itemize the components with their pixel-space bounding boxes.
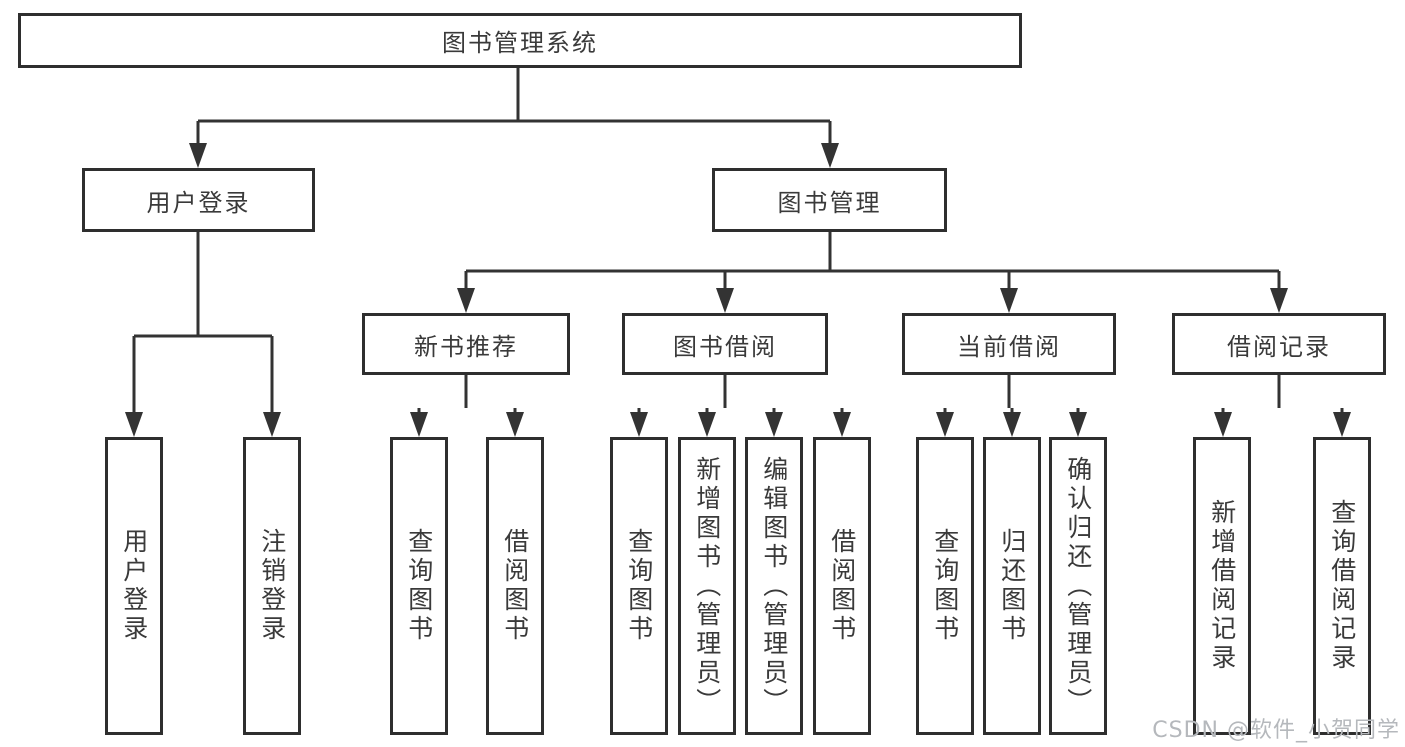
leaf-query-borrow-record: 查询借阅记录 [1313, 437, 1371, 735]
leaf-label: 新增借阅记录 [1207, 499, 1237, 673]
leaf-label: 新增图书（管理员） [692, 455, 722, 717]
leaf-borrow-books-recommend: 借阅图书 [486, 437, 544, 735]
leaf-label: 查询图书 [404, 528, 434, 644]
node-new-book-recommend: 新书推荐 [362, 313, 570, 375]
arrowhead-icon [1270, 288, 1288, 313]
leaf-return-book: 归还图书 [983, 437, 1041, 735]
leaf-label: 编辑图书（管理员） [759, 455, 789, 717]
arrowhead-icon [630, 412, 648, 437]
leaf-borrow-books-borrow: 借阅图书 [813, 437, 871, 735]
leaf-add-book-admin: 新增图书（管理员） [678, 437, 736, 735]
node-book-management: 图书管理 [712, 168, 947, 232]
node-current-borrow: 当前借阅 [902, 313, 1116, 375]
watermark: CSDN @软件_小贺同学 [1152, 718, 1400, 743]
leaf-query-books-current: 查询图书 [916, 437, 974, 735]
arrowhead-icon [1333, 412, 1351, 437]
arrowhead-icon [716, 288, 734, 313]
arrowhead-icon [1003, 412, 1021, 437]
leaf-query-books-borrow: 查询图书 [610, 437, 668, 735]
leaf-logout: 注销登录 [243, 437, 301, 735]
arrowhead-icon [1069, 412, 1087, 437]
node-root: 图书管理系统 [18, 13, 1022, 68]
arrowhead-icon [506, 412, 524, 437]
arrowhead-icon [263, 412, 281, 437]
node-borrow-records: 借阅记录 [1172, 313, 1386, 375]
leaf-label: 确认归还（管理员） [1063, 455, 1093, 717]
arrowhead-icon [765, 412, 783, 437]
arrowhead-icon [936, 412, 954, 437]
leaf-label: 借阅图书 [500, 528, 530, 644]
leaf-query-books-recommend: 查询图书 [390, 437, 448, 735]
leaf-label: 注销登录 [257, 528, 287, 644]
arrowhead-icon [1000, 288, 1018, 313]
arrowhead-icon [410, 412, 428, 437]
leaf-confirm-return-admin: 确认归还（管理员） [1049, 437, 1107, 735]
arrowhead-icon [833, 412, 851, 437]
leaf-label: 用户登录 [119, 528, 149, 644]
leaf-label: 查询借阅记录 [1327, 499, 1357, 673]
leaf-user-login: 用户登录 [105, 437, 163, 735]
node-book-borrow: 图书借阅 [622, 313, 828, 375]
arrowhead-icon [125, 412, 143, 437]
arrowhead-icon [1214, 412, 1232, 437]
arrowhead-icon [189, 143, 207, 168]
connector-path [132, 68, 1344, 415]
leaf-label: 借阅图书 [827, 528, 857, 644]
leaf-edit-book-admin: 编辑图书（管理员） [745, 437, 803, 735]
leaf-add-borrow-record: 新增借阅记录 [1193, 437, 1251, 735]
arrowhead-icon [821, 143, 839, 168]
arrowhead-icon [698, 412, 716, 437]
arrowhead-icon [457, 288, 475, 313]
leaf-label: 查询图书 [930, 528, 960, 644]
leaf-label: 归还图书 [997, 528, 1027, 644]
leaf-label: 查询图书 [624, 528, 654, 644]
node-user-login: 用户登录 [82, 168, 315, 232]
